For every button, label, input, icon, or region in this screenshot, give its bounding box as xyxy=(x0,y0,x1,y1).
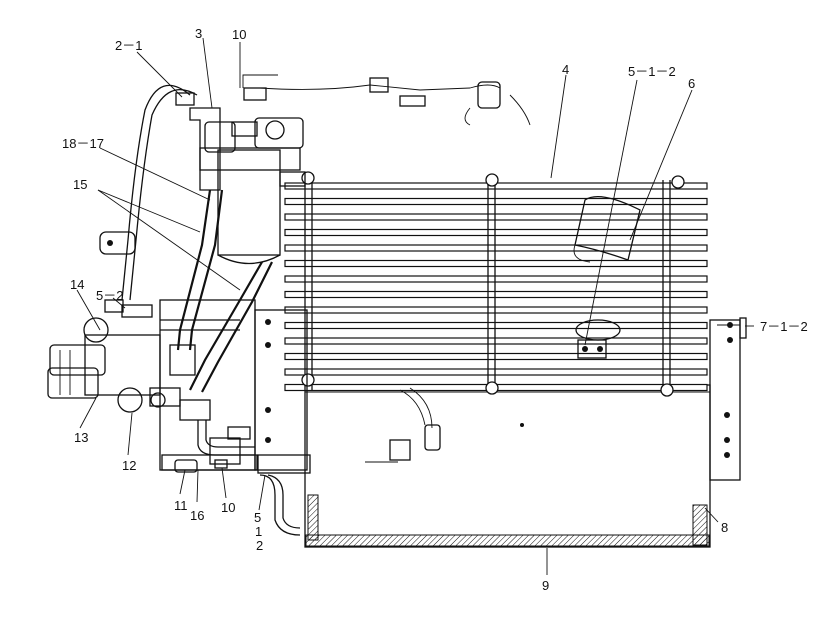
callout-5-1-2: 5－1－2 xyxy=(628,64,676,79)
grid-bar xyxy=(284,275,708,283)
callout-13: 13 xyxy=(74,430,88,445)
upper-plate xyxy=(175,92,221,191)
leader-lines xyxy=(76,37,754,575)
tank xyxy=(304,384,711,548)
grid-bar xyxy=(284,213,708,221)
pump-group xyxy=(47,299,211,421)
callout-10-bottom: 10 xyxy=(221,500,235,515)
callout-6: 6 xyxy=(688,76,695,91)
hoses xyxy=(121,74,531,536)
grid-bar xyxy=(284,337,708,345)
right-bracket xyxy=(709,317,747,481)
callout-11: 11 xyxy=(174,498,188,513)
grid-bar xyxy=(284,290,708,299)
radiator-grid xyxy=(284,182,708,392)
grid-bolt xyxy=(577,339,607,359)
grid-bar xyxy=(284,197,708,206)
callout-2: 2 xyxy=(256,538,263,553)
callout-1: 1 xyxy=(255,524,262,539)
callout-5-2: 5－2 xyxy=(96,288,123,303)
grid-bar xyxy=(284,306,708,314)
grid-bar xyxy=(284,368,708,376)
lower-fittings xyxy=(174,426,251,473)
callout-16: 16 xyxy=(190,508,204,523)
grid-bar xyxy=(284,259,708,268)
callout-8: 8 xyxy=(721,520,728,535)
grid-bar xyxy=(284,228,708,237)
callout-10-top: 10 xyxy=(232,27,246,42)
callout-3: 3 xyxy=(195,26,202,41)
callout-7-1-2: 7－1－2 xyxy=(760,319,808,334)
sensor-plug xyxy=(365,387,441,463)
callout-4: 4 xyxy=(562,62,569,77)
callout-5: 5 xyxy=(254,510,261,525)
callout-2-1: 2－1 xyxy=(115,38,142,53)
callout-12: 12 xyxy=(122,458,136,473)
grid-bar xyxy=(284,352,708,361)
callout-18-17: 18－17 xyxy=(62,136,104,151)
callout-9: 9 xyxy=(542,578,549,593)
grid-bar xyxy=(284,321,708,330)
hose-clamp xyxy=(99,231,136,255)
grid-posts xyxy=(301,171,685,397)
callout-15: 15 xyxy=(73,177,87,192)
callout-14: 14 xyxy=(70,277,84,292)
grid-bar xyxy=(284,244,708,252)
